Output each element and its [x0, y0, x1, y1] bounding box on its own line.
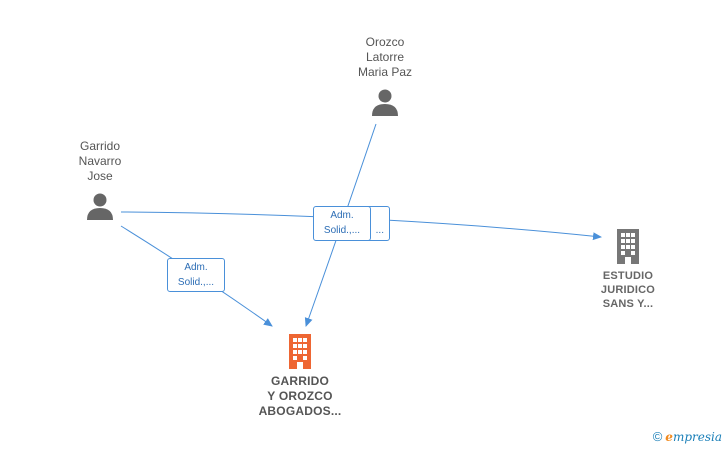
edge-label-line: Adm.	[330, 210, 354, 221]
edge-label-line: Solid.,...	[177, 277, 215, 288]
edge-label-line: Adm.	[184, 262, 208, 273]
person-name: Garrido Navarro Jose	[55, 139, 145, 184]
company-name: GARRIDO Y OROZCO ABOGADOS...	[245, 374, 355, 419]
company-name: ESTUDIO JURIDICO SANS Y...	[585, 269, 671, 311]
person-name: Orozco Latorre Maria Paz	[340, 35, 430, 80]
person-name-line: Jose	[87, 169, 113, 183]
company-name-line: ABOGADOS...	[258, 404, 342, 418]
company-node-garrido-orozco[interactable]: GARRIDO Y OROZCO ABOGADOS...	[245, 333, 355, 419]
company-name-line: GARRIDO	[270, 374, 330, 388]
edge-label-line: Solid.,...	[323, 225, 361, 236]
person-node-garrido[interactable]: Garrido Navarro Jose	[55, 139, 145, 225]
person-name-line: Latorre	[365, 50, 405, 64]
company-name-line: ESTUDIO	[602, 270, 654, 282]
person-name-line: Maria Paz	[357, 65, 413, 79]
building-icon	[289, 334, 311, 369]
edge-label-line: ...	[375, 225, 384, 236]
copyright-symbol: ©	[652, 429, 663, 444]
edge-label-role[interactable]: Adm. Solid.,...	[313, 206, 371, 241]
brand-name: mpresia	[672, 430, 722, 444]
company-name-line: Y OROZCO	[267, 389, 333, 403]
person-name-line: Navarro	[78, 154, 122, 168]
edge-label-role[interactable]: Adm. Solid.,...	[167, 258, 225, 292]
person-name-line: Orozco	[365, 35, 405, 49]
person-name-line: Garrido	[79, 139, 120, 153]
company-name-line: JURIDICO	[600, 284, 656, 296]
empresia-logo: ©empresia	[653, 429, 722, 444]
person-node-orozco[interactable]: Orozco Latorre Maria Paz	[340, 35, 430, 121]
person-icon	[87, 193, 113, 220]
person-icon	[372, 89, 398, 116]
building-icon	[617, 229, 639, 264]
brand-initial: e	[665, 430, 673, 444]
company-name-line: SANS Y...	[602, 298, 654, 310]
company-node-estudio[interactable]: ESTUDIO JURIDICO SANS Y...	[585, 228, 671, 311]
